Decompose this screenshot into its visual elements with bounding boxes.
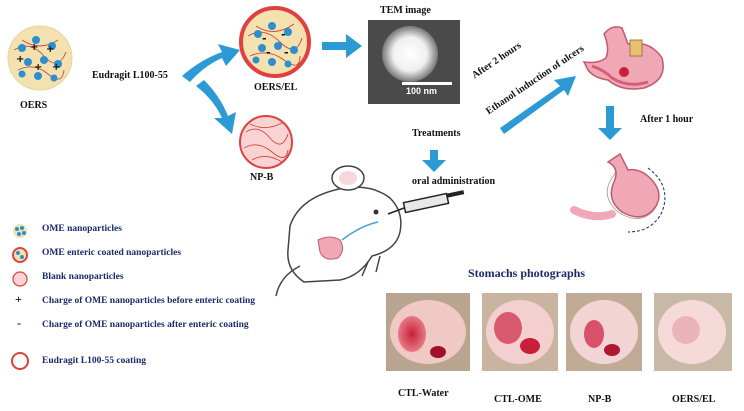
- np-b-particle: [239, 115, 293, 169]
- caption-np-b: NP-B: [588, 394, 612, 405]
- svg-text:+: +: [16, 54, 24, 65]
- legend-plus-symbol: +: [15, 292, 22, 306]
- label-after-1-hour: After 1 hour: [640, 114, 694, 125]
- label-eudragit-step: Eudragit L100-55: [92, 70, 168, 81]
- syringe-icon: [387, 190, 465, 215]
- svg-text:-: -: [266, 46, 271, 59]
- tem-image: [368, 20, 460, 104]
- svg-text:-: -: [281, 28, 286, 41]
- stomach-icon: [570, 152, 666, 233]
- label-oers-el: OERS/EL: [254, 82, 298, 93]
- mouse-illustration: [275, 165, 402, 297]
- legend-charge-after: Charge of OME nanoparticles after enteri…: [42, 320, 249, 330]
- oers-el-particle: ----: [239, 6, 311, 78]
- caption-ctl-ome: CTL-OME: [494, 394, 542, 405]
- label-np-b: NP-B: [250, 172, 274, 183]
- label-treatments: Treatments: [412, 128, 461, 139]
- legend-enteric-coated: OME enteric coated nanoparticles: [42, 248, 182, 258]
- oers-particle: + + + + +: [7, 25, 73, 91]
- svg-text:-: -: [262, 32, 267, 45]
- legend-icons: [11, 224, 29, 370]
- legend-blank-nanoparticles: Blank nanoparticles: [42, 272, 124, 282]
- svg-text:+: +: [30, 42, 38, 53]
- label-tem-title: TEM image: [380, 5, 431, 16]
- legend-eudragit-coating: Eudragit L100-55 coating: [42, 356, 146, 366]
- svg-text:+: +: [52, 62, 60, 73]
- label-oers: OERS: [20, 100, 48, 111]
- caption-oers-el: OERS/EL: [672, 394, 716, 405]
- legend-charge-before: Charge of OME nanoparticles before enter…: [42, 296, 256, 306]
- label-scale-bar: 100 nm: [406, 86, 438, 96]
- svg-text:+: +: [46, 44, 54, 55]
- stomach-photos: [386, 293, 732, 371]
- arrows: [182, 34, 622, 172]
- caption-ctl-water: CTL-Water: [398, 388, 449, 399]
- svg-text:+: +: [34, 62, 42, 73]
- legend-minus-symbol: -: [17, 316, 21, 330]
- legend-ome-nanoparticles: OME nanoparticles: [42, 224, 122, 234]
- stomach-ulcer-icon: [582, 26, 664, 90]
- svg-text:-: -: [284, 46, 289, 59]
- label-oral-administration: oral administration: [412, 176, 496, 187]
- label-stomach-photographs: Stomachs photographs: [468, 266, 586, 280]
